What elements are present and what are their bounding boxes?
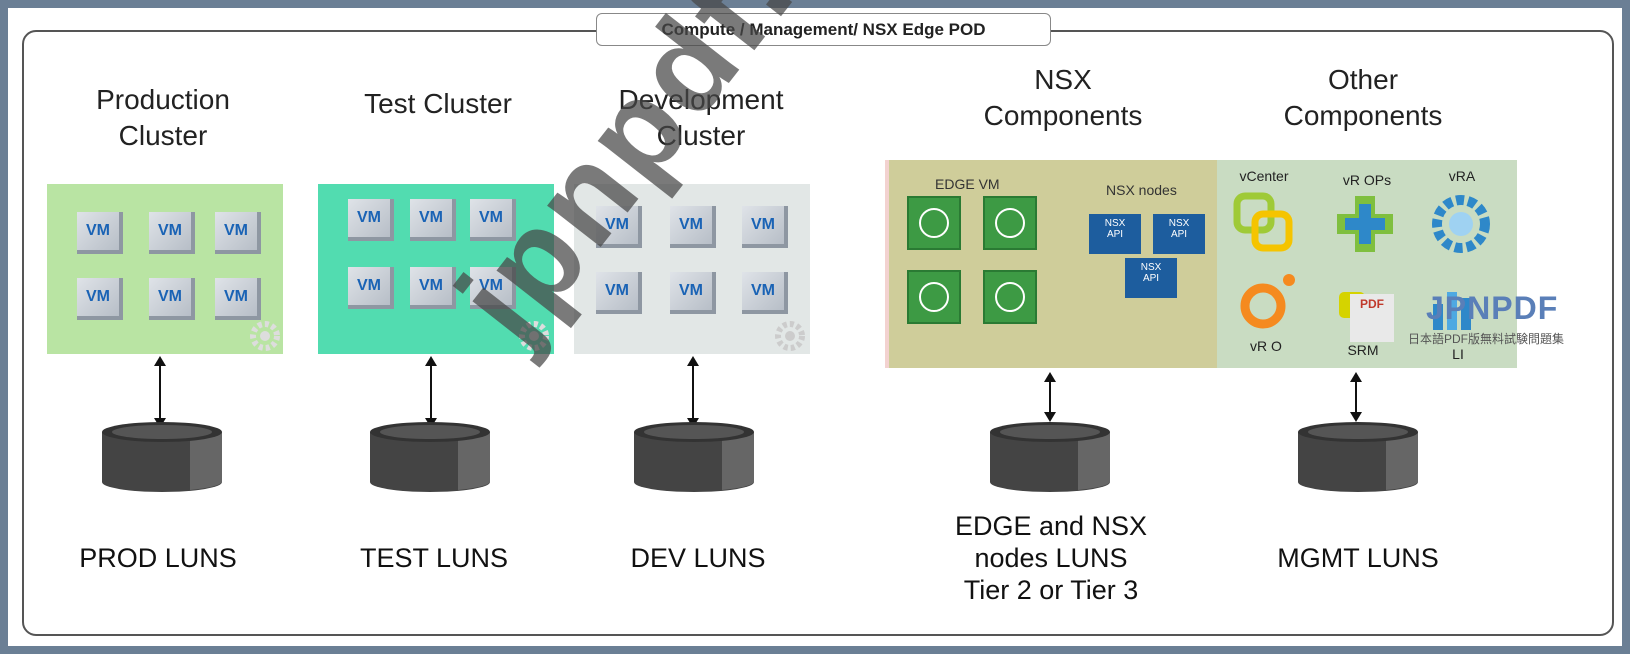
storage-disk-icon [370,422,490,492]
prod-luns-label: PROD LUNS [79,543,237,573]
test-cluster-heading: Test Cluster [364,88,512,119]
vro-label: vR O [1250,338,1282,354]
storage-disk-icon [102,422,222,492]
vm-tile: VM [410,199,456,241]
vm-tile: VM [470,267,516,309]
production-cluster-panel: VM VM VM VM VM VM [47,184,283,354]
nsx-components-heading: NSX Components [983,64,1143,131]
vcenter-label: vCenter [1239,168,1289,184]
vm-tile: VM [77,278,123,320]
vm-tile: VM [149,212,195,254]
vra-icon [1432,195,1490,253]
srm-label: SRM [1347,342,1379,358]
nsx-api-node-2: NSX API [1153,214,1205,254]
vm-tile: VM [596,206,642,248]
vm-tile: VM [742,272,788,314]
development-cluster-panel: VM VM VM VM VM VM [574,184,810,354]
vm-tile: VM [596,272,642,314]
li-label: LI [1452,346,1464,362]
vm-tile: VM [348,267,394,309]
gear-icon [519,321,549,351]
production-cluster-heading: Production Cluster [96,84,230,151]
vm-tile: VM [149,278,195,320]
edge-router-icon [983,196,1037,250]
vm-tile: VM [742,206,788,248]
gear-icon [775,321,805,351]
vm-tile: VM [215,278,261,320]
nsx-api-node-3: NSX API [1125,258,1177,298]
nsx-api-node-1: NSX API [1089,214,1141,254]
vm-tile: VM [215,212,261,254]
bidirectional-arrow-icon [425,356,437,428]
dev-luns-label: DEV LUNS [630,543,766,573]
li-icon [1433,292,1471,330]
bidirectional-arrow-icon [1350,372,1362,422]
vm-tile: VM [410,267,456,309]
test-luns-label: TEST LUNS [359,543,509,573]
vm-tile: VM [470,199,516,241]
bidirectional-arrow-icon [154,356,166,428]
vm-tile: VM [348,199,394,241]
test-cluster-panel: VM VM VM VM VM VM [318,184,554,354]
pod-title: Compute / Management/ NSX Edge POD [596,13,1051,46]
vro-icon [1240,274,1295,329]
gear-icon [250,321,280,351]
development-cluster-heading: Development Cluster [618,84,784,151]
storage-disk-icon [990,422,1110,492]
router-symbols [919,208,1025,312]
logo-sub-text: 日本語PDF版無料試験問題集 [1408,332,1565,346]
vrops-label: vR OPs [1342,172,1392,188]
vm-tile: VM [670,206,716,248]
diagram-canvas: Compute / Management/ NSX Edge POD Produ… [8,0,1622,646]
vm-tile: VM [77,212,123,254]
vra-label: vRA [1448,168,1476,184]
vcenter-icon [1233,192,1293,252]
bidirectional-arrow-icon [687,356,699,428]
mgmt-luns-label: MGMT LUNS [1277,543,1439,573]
storage-disk-icon [1298,422,1418,492]
nsx-nodes-label: NSX nodes [1106,182,1177,198]
logo-main-text: JPNPDF [1426,290,1559,326]
pdf-badge-icon: PDF [1350,294,1394,342]
edge-nsx-luns-label: EDGE and NSX nodes LUNS Tier 2 or Tier 3 [954,511,1148,605]
bidirectional-arrow-icon [1044,372,1056,422]
edge-router-icon [907,270,961,324]
edge-vm-label: EDGE VM [935,176,1000,192]
edge-router-icon [983,270,1037,324]
edge-router-icon [907,196,961,250]
vm-tile: VM [670,272,716,314]
vrops-icon [1337,196,1393,252]
nsx-components-panel: EDGE VM NSX nodes NSX API NSX API NSX AP… [885,160,1221,368]
jpnpdf-logo: PDF JPNPDF 日本語PDF版無料試験問題集 [1348,290,1608,350]
storage-disk-icon [634,422,754,492]
other-components-heading: Other Components [1283,64,1443,131]
